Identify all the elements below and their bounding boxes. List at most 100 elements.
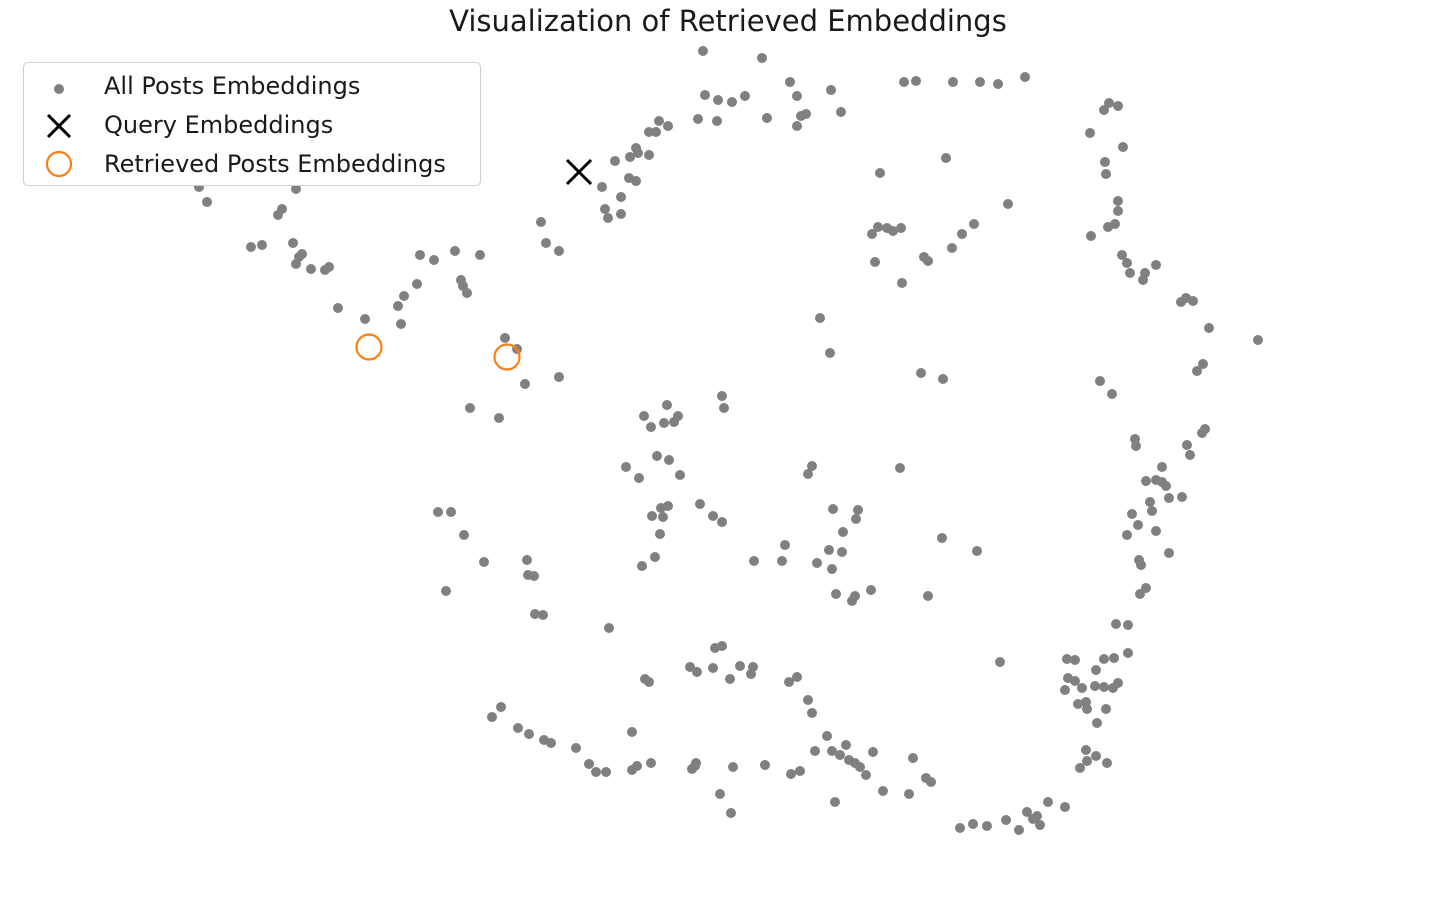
post-point bbox=[360, 314, 370, 324]
post-point bbox=[637, 561, 647, 571]
post-point bbox=[1075, 763, 1085, 773]
post-point bbox=[651, 127, 661, 137]
post-point bbox=[1164, 493, 1174, 503]
post-point bbox=[459, 530, 469, 540]
post-point bbox=[603, 213, 613, 223]
post-point bbox=[792, 672, 802, 682]
post-point bbox=[324, 262, 334, 272]
post-point bbox=[627, 727, 637, 737]
post-point bbox=[1134, 555, 1144, 565]
post-point bbox=[698, 46, 708, 56]
post-point bbox=[1070, 655, 1080, 665]
post-point bbox=[659, 418, 669, 428]
post-point bbox=[836, 107, 846, 117]
post-point bbox=[993, 79, 1003, 89]
post-point bbox=[1095, 376, 1105, 386]
post-point bbox=[803, 695, 813, 705]
post-point bbox=[1192, 366, 1202, 376]
post-point bbox=[717, 391, 727, 401]
post-point bbox=[632, 761, 642, 771]
query-point bbox=[565, 158, 593, 186]
post-point bbox=[1140, 268, 1150, 278]
post-point bbox=[899, 77, 909, 87]
post-point bbox=[955, 823, 965, 833]
post-point bbox=[333, 303, 343, 313]
post-point bbox=[1086, 231, 1096, 241]
post-point bbox=[475, 250, 485, 260]
post-point bbox=[822, 731, 832, 741]
post-point bbox=[1185, 450, 1195, 460]
post-point bbox=[923, 256, 933, 266]
legend: All Posts Embeddings Query Embeddings Re… bbox=[23, 62, 481, 186]
legend-item-query: Query Embeddings bbox=[24, 107, 333, 143]
post-point bbox=[748, 662, 758, 672]
post-point bbox=[1113, 101, 1123, 111]
post-point bbox=[246, 242, 256, 252]
post-point bbox=[639, 411, 649, 421]
post-point bbox=[685, 662, 695, 672]
post-point bbox=[640, 674, 650, 684]
post-point bbox=[487, 712, 497, 722]
post-point bbox=[831, 589, 841, 599]
post-point bbox=[634, 473, 644, 483]
retrieved-point bbox=[355, 333, 383, 361]
post-point bbox=[715, 789, 725, 799]
post-point bbox=[777, 556, 787, 566]
post-point bbox=[812, 558, 822, 568]
post-point bbox=[749, 556, 759, 566]
post-point bbox=[827, 746, 837, 756]
legend-item-retrieved: Retrieved Posts Embeddings bbox=[24, 146, 446, 182]
post-point bbox=[631, 176, 641, 186]
post-point bbox=[658, 512, 668, 522]
post-point bbox=[663, 501, 673, 511]
post-point bbox=[1091, 665, 1101, 675]
legend-label: Query Embeddings bbox=[104, 111, 334, 139]
post-point bbox=[1125, 268, 1135, 278]
post-point bbox=[541, 238, 551, 248]
post-point bbox=[571, 743, 581, 753]
post-point bbox=[896, 223, 906, 233]
post-point bbox=[713, 95, 723, 105]
post-point bbox=[522, 555, 532, 565]
post-point bbox=[719, 403, 729, 413]
post-point bbox=[828, 504, 838, 514]
post-point bbox=[625, 152, 635, 162]
legend-label: Retrieved Posts Embeddings bbox=[104, 150, 446, 178]
post-point bbox=[692, 667, 702, 677]
post-point bbox=[662, 400, 672, 410]
post-point bbox=[717, 641, 727, 651]
post-point bbox=[1082, 756, 1092, 766]
post-point bbox=[450, 246, 460, 256]
post-point bbox=[479, 557, 489, 567]
post-point bbox=[1081, 745, 1091, 755]
post-point bbox=[1198, 359, 1208, 369]
post-point bbox=[1118, 142, 1128, 152]
post-point bbox=[1141, 476, 1151, 486]
post-point bbox=[911, 76, 921, 86]
post-point bbox=[529, 571, 539, 581]
post-point bbox=[1164, 548, 1174, 558]
post-point bbox=[441, 586, 451, 596]
post-point bbox=[415, 250, 425, 260]
post-point bbox=[591, 767, 601, 777]
post-point bbox=[1099, 105, 1109, 115]
post-point bbox=[815, 313, 825, 323]
post-point bbox=[1014, 825, 1024, 835]
post-point bbox=[841, 740, 851, 750]
post-point bbox=[399, 291, 409, 301]
post-point bbox=[873, 222, 883, 232]
post-point bbox=[700, 90, 710, 100]
post-point bbox=[1032, 811, 1042, 821]
post-point bbox=[803, 469, 813, 479]
post-point bbox=[948, 77, 958, 87]
legend-item-all-posts: All Posts Embeddings bbox=[24, 68, 360, 104]
post-point bbox=[795, 766, 805, 776]
post-point bbox=[610, 156, 620, 166]
post-point bbox=[465, 403, 475, 413]
post-point bbox=[1111, 619, 1121, 629]
post-point bbox=[664, 455, 674, 465]
post-point bbox=[597, 182, 607, 192]
post-point bbox=[826, 85, 836, 95]
post-point bbox=[867, 229, 877, 239]
